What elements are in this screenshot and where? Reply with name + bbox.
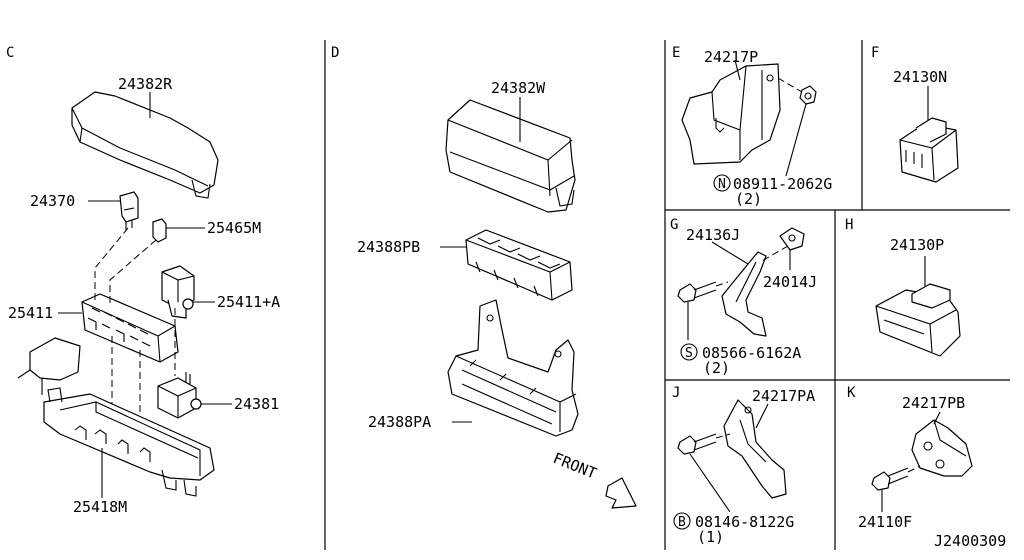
assembly-line-e xyxy=(777,77,803,93)
label-25465m: 25465M xyxy=(207,219,261,237)
bracket-24217pb xyxy=(911,419,973,477)
fuse-25465m xyxy=(152,218,167,243)
relay-bracket-24388pa xyxy=(447,299,579,437)
section-f-label: F xyxy=(871,45,879,61)
label-24014j: 24014J xyxy=(763,273,817,291)
label-25411a: 25411+A xyxy=(217,293,280,311)
label-25418m: 25418M xyxy=(73,498,127,516)
s-symbol-letter: S xyxy=(685,346,693,361)
bolt-24110f xyxy=(871,467,909,491)
b-symbol xyxy=(673,512,691,530)
connector-24130n xyxy=(899,117,959,183)
clip-24014j xyxy=(779,227,805,251)
fuse-block-25411 xyxy=(81,293,179,363)
assembly-line-g1 xyxy=(759,245,789,263)
label-24382r: 24382R xyxy=(118,75,173,93)
relay-box-cover-24382r xyxy=(71,91,219,199)
leader-24136j xyxy=(711,241,749,265)
leader-24217pb xyxy=(933,411,941,425)
bracket-24217pa xyxy=(723,399,787,499)
label-08146: 08146-8122G xyxy=(695,513,794,531)
qty-08566: (2) xyxy=(703,359,730,377)
label-24382w: 24382W xyxy=(491,79,546,97)
label-24388pa: 24388PA xyxy=(368,413,431,431)
front-arrow-icon xyxy=(605,477,637,509)
bracket-24217p xyxy=(681,63,781,165)
section-h-label: H xyxy=(845,217,853,233)
label-25411: 25411 xyxy=(8,304,53,322)
fuse-24370 xyxy=(119,191,139,230)
qty-08146: (1) xyxy=(697,528,724,546)
bolt-08146 xyxy=(677,433,717,455)
label-08911: 08911-2062G xyxy=(733,175,832,193)
label-24370: 24370 xyxy=(30,192,75,210)
assembly-line-k xyxy=(907,465,921,473)
label-24130n: 24130N xyxy=(893,68,947,86)
leader-08911 xyxy=(785,103,807,177)
assembly-line-1 xyxy=(94,227,129,300)
bolt-08566 xyxy=(677,281,717,303)
section-c-label: C xyxy=(6,45,14,61)
connector-24130p xyxy=(875,283,961,357)
relay-25411a xyxy=(161,265,195,319)
leader-24217pa xyxy=(755,403,769,429)
relay-box-cover-24382w xyxy=(445,99,576,213)
diagram-id: J2400309 xyxy=(934,532,1006,550)
assembly-line-g2 xyxy=(715,281,729,287)
label-24217p: 24217P xyxy=(704,48,758,66)
s-symbol xyxy=(680,343,698,361)
front-indicator: FRONT xyxy=(551,449,637,509)
label-24388pb: 24388PB xyxy=(357,238,420,256)
fuse-block-base-25418m xyxy=(17,337,215,497)
section-g-label: G xyxy=(670,217,678,233)
relay-24381 xyxy=(157,372,202,419)
section-j-label: J xyxy=(672,385,680,401)
bracket-24136j xyxy=(721,251,767,337)
leader-24217p xyxy=(734,59,741,81)
label-24110f: 24110F xyxy=(858,513,912,531)
n-symbol-letter: N xyxy=(718,177,726,192)
leader-08146 xyxy=(689,453,731,513)
b-symbol-letter: B xyxy=(678,515,686,530)
label-24381: 24381 xyxy=(234,395,279,413)
nut-08911 xyxy=(799,85,817,105)
n-symbol xyxy=(713,174,731,192)
section-d-label: D xyxy=(331,45,339,61)
front-label: FRONT xyxy=(551,449,600,483)
section-k-label: K xyxy=(847,385,856,401)
assembly-line-2 xyxy=(109,239,157,306)
relay-holder-24388pb xyxy=(465,229,573,301)
section-e-label: E xyxy=(672,45,680,61)
label-24136j: 24136J xyxy=(686,226,740,244)
qty-08911: (2) xyxy=(735,190,762,208)
label-24217pb: 24217PB xyxy=(902,394,965,412)
label-24130p: 24130P xyxy=(890,236,944,254)
label-24217pa: 24217PA xyxy=(752,387,815,405)
label-08566: 08566-6162A xyxy=(702,344,801,362)
assembly-line-j xyxy=(715,433,731,439)
